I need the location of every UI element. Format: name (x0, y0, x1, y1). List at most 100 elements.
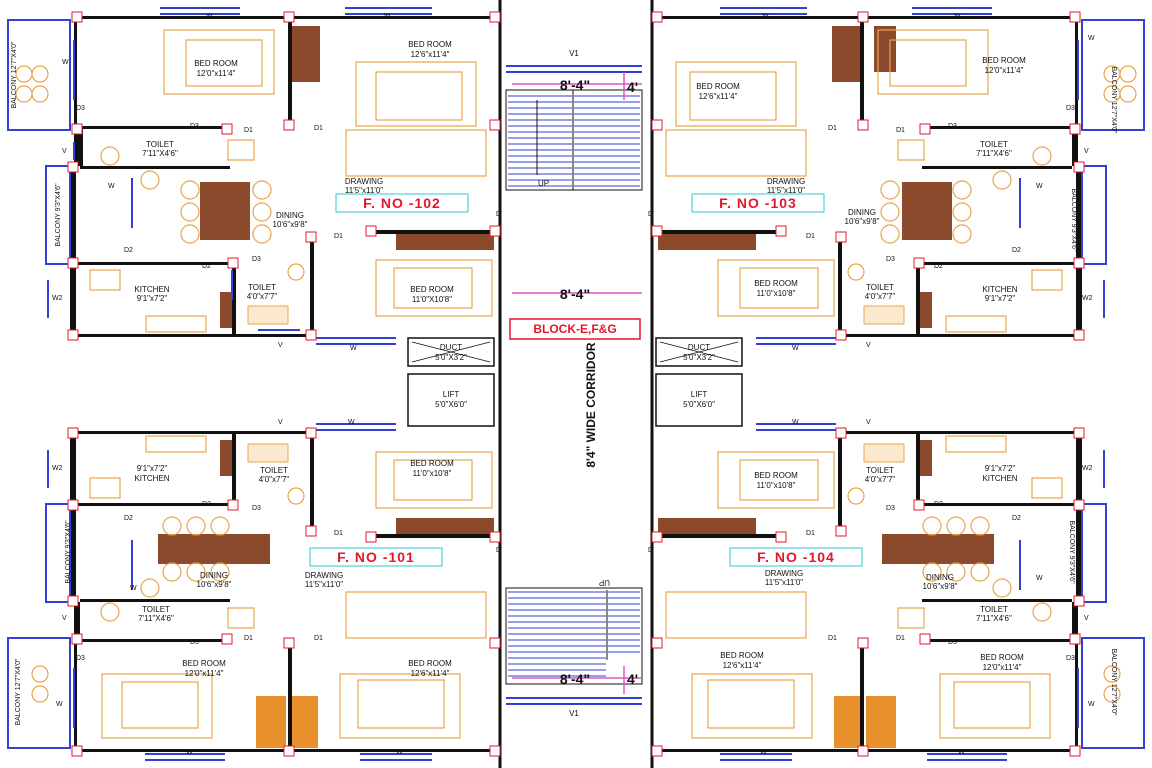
room-label: 9'1"x7'2"KITCHEN (134, 464, 169, 483)
block-label: BLOCK-E,F&G (533, 322, 616, 336)
door-tag: D2 (202, 501, 211, 508)
balcony-label: BALCONY 9'3"X4'6" (1070, 188, 1077, 252)
corridor-label: 8'4" WIDE CORRIDOR (584, 342, 598, 468)
window-tag: W (1036, 183, 1043, 190)
window-tag: W (384, 13, 391, 20)
door-tag: D1 (334, 530, 343, 537)
lift-right (655, 373, 743, 427)
window-tag: W (56, 701, 63, 708)
balcony-label: BALCONY 9'3"X4'6" (1068, 520, 1075, 584)
door-tag: D2 (202, 263, 211, 270)
window-tag: W (1088, 701, 1095, 708)
window-tag: W (130, 585, 137, 592)
door-tag: D3 (252, 256, 261, 263)
vent-tag: V (1084, 148, 1089, 155)
staircase-top (505, 65, 643, 191)
door-tag: D1 (828, 125, 837, 132)
window-tag: W2 (52, 295, 63, 302)
window-tag: W (1036, 575, 1043, 582)
door-tag: D3 (1066, 105, 1075, 112)
stair-small-bottom: 4' (627, 671, 638, 687)
door-tag: D3 (948, 123, 957, 130)
door-tag: D (648, 211, 653, 218)
door-tag: D (496, 211, 501, 218)
balcony-label: BALCONY 9'3"X4'6" (65, 520, 72, 584)
window-tag: W (760, 749, 767, 756)
vent-tag: V (866, 342, 871, 349)
flat-label: F. NO -101 (337, 549, 415, 565)
window-tag: W (62, 59, 69, 66)
door-tag: D1 (334, 233, 343, 240)
flat-label: F. NO -102 (363, 195, 441, 211)
door-tag: D1 (806, 233, 815, 240)
stair-width-top: 8'-4" (560, 77, 590, 93)
balcony-label: BALCONY 12'7"X4'0" (1110, 648, 1117, 716)
flat-label: F. NO -104 (757, 549, 835, 565)
window-tag: W (958, 749, 965, 756)
window-tag: W (1088, 35, 1095, 42)
door-tag: D3 (948, 639, 957, 646)
corridor-width: 8'-4" (560, 286, 590, 302)
vent-tag: V (278, 419, 283, 426)
window-tag: W (348, 419, 355, 426)
window-tag: W (186, 749, 193, 756)
door-tag: D1 (896, 635, 905, 642)
door-tag: D3 (886, 256, 895, 263)
door-tag: D1 (314, 125, 323, 132)
door-tag: D1 (828, 635, 837, 642)
window-tag: W2 (52, 465, 63, 472)
door-tag: D2 (1012, 247, 1021, 254)
door-tag: D1 (314, 635, 323, 642)
window-tag: W2 (1082, 465, 1093, 472)
vent-tag: V (866, 419, 871, 426)
room-label: 9'1"x7'2"KITCHEN (982, 464, 1017, 483)
door-tag: D3 (190, 123, 199, 130)
door-tag: D (496, 547, 501, 554)
door-tag: D1 (896, 127, 905, 134)
door-tag: D2 (934, 263, 943, 270)
stair-width-bottom: 8'-4" (560, 671, 590, 687)
balcony-label: BALCONY 9'3"X4'6" (55, 183, 62, 247)
balcony-label: BALCONY 12'7"X4'0" (11, 41, 18, 109)
v1-label-bottom: V1 (569, 709, 579, 718)
block-label-box (509, 318, 641, 340)
door-tag: D3 (252, 505, 261, 512)
door-tag: D3 (886, 505, 895, 512)
flat-label: F. NO -103 (719, 195, 797, 211)
duct-right (655, 337, 743, 367)
balcony-label: BALCONY 12'7"X4'0" (15, 658, 22, 726)
window-tag: W (762, 13, 769, 20)
window-tag: W (396, 749, 403, 756)
door-tag: D2 (1012, 515, 1021, 522)
vent-tag: V (1084, 615, 1089, 622)
door-tag: D3 (190, 639, 199, 646)
